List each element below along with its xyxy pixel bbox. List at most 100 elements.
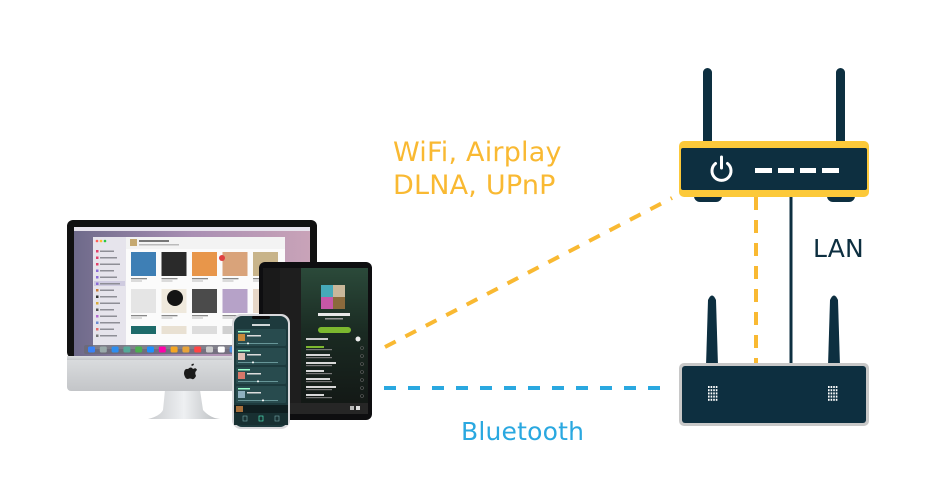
grille-dot	[835, 386, 838, 388]
sidebar-label	[100, 322, 120, 324]
grille-dot	[708, 392, 710, 395]
grille-dot	[833, 398, 835, 401]
grille-dot	[833, 395, 835, 398]
grille-dot	[828, 395, 830, 398]
sidebar-label	[100, 328, 114, 330]
grille-dot	[708, 386, 710, 388]
album-title	[131, 315, 147, 317]
dock-app-icon	[147, 346, 154, 353]
device-volume-slider	[238, 343, 278, 344]
album-artist	[192, 317, 203, 319]
grille-dot	[833, 386, 835, 388]
track-title	[306, 386, 336, 388]
track-artist	[306, 357, 332, 359]
sidebar-icon	[96, 328, 99, 331]
music-sidebar	[93, 237, 126, 349]
router-antenna-right	[836, 68, 845, 150]
device-card	[236, 329, 286, 346]
device-volume-slider	[238, 400, 278, 401]
grille-dot	[830, 392, 833, 395]
router-body	[681, 148, 867, 190]
grille-dot	[833, 392, 835, 395]
sidebar-label	[100, 289, 114, 291]
track-artist	[306, 381, 332, 383]
sidebar-label	[100, 315, 117, 317]
grille-dot	[828, 398, 830, 401]
sidebar-icon	[96, 276, 99, 279]
grille-dot	[835, 389, 838, 392]
sidebar-icon	[96, 295, 99, 298]
grille-dot	[715, 389, 718, 392]
sidebar-label	[100, 309, 114, 311]
sidebar-label	[100, 283, 120, 285]
power-icon	[710, 155, 733, 182]
playlist-title	[318, 313, 350, 316]
album-artist	[222, 280, 234, 282]
grille-dot	[715, 398, 718, 401]
iphone-tab-bar	[234, 413, 288, 425]
sidebar-icon	[96, 302, 99, 305]
album-cover	[192, 326, 217, 334]
track-title	[306, 354, 330, 356]
sidebar-label	[100, 302, 120, 304]
streamer-body	[682, 366, 866, 423]
device-name	[238, 350, 250, 352]
track-artist	[306, 373, 332, 375]
grille-dot	[835, 395, 838, 398]
album-portrait	[167, 290, 183, 306]
grille-dot	[710, 395, 713, 398]
album-title	[161, 278, 178, 280]
album-artist	[192, 280, 203, 282]
dock-app-icon	[206, 346, 213, 353]
sidebar-label	[100, 335, 117, 337]
speaker-grille-left-icon	[708, 386, 718, 401]
device-track	[247, 392, 261, 394]
sidebar-icon	[96, 321, 99, 324]
sidebar-label	[100, 270, 114, 272]
sidebar-icon	[96, 315, 99, 318]
grille-dot	[830, 389, 833, 392]
wifi-protocols-label: WiFi, Airplay DLNA, UPnP	[393, 136, 562, 202]
dock-app-icon	[135, 346, 143, 353]
track-more-icon	[360, 394, 364, 398]
sidebar-label	[100, 250, 114, 252]
track-more-icon	[360, 378, 364, 382]
playlist-artwork	[321, 285, 345, 309]
sidebar-icon	[96, 308, 99, 311]
grille-dot	[710, 386, 713, 388]
grille-dot	[715, 395, 718, 398]
album-title	[192, 278, 208, 280]
album-cover	[161, 252, 187, 276]
grille-dot	[715, 392, 718, 395]
album-sun	[219, 255, 225, 261]
dock-app-icon	[111, 346, 119, 353]
device-name	[238, 331, 250, 333]
album-artist	[161, 280, 173, 282]
grille-dot	[710, 398, 713, 401]
album-artist	[253, 280, 264, 282]
dock-app-icon	[158, 346, 166, 353]
sidebar-icon	[96, 256, 99, 259]
device-volume-knob	[262, 399, 264, 402]
track-more-icon	[360, 346, 364, 350]
wifi-router	[679, 68, 869, 202]
grille-dot	[713, 386, 715, 388]
track-title	[306, 346, 324, 348]
album-cover	[131, 252, 156, 276]
grille-dot	[830, 395, 833, 398]
iphone-notch	[252, 316, 270, 319]
sidebar-label	[100, 296, 117, 298]
album-title	[131, 278, 147, 280]
track-title	[306, 362, 336, 364]
grille-dot	[828, 386, 830, 388]
device-artwork	[238, 372, 245, 379]
device-volume-slider	[238, 362, 278, 363]
dock-app-icon	[217, 346, 225, 353]
dock-app-icon	[88, 346, 95, 353]
grille-dot	[715, 386, 718, 388]
album-title	[192, 315, 208, 317]
album-title	[222, 315, 239, 317]
track-title	[306, 370, 324, 372]
track-artist	[306, 349, 332, 351]
album-artist	[161, 317, 173, 319]
